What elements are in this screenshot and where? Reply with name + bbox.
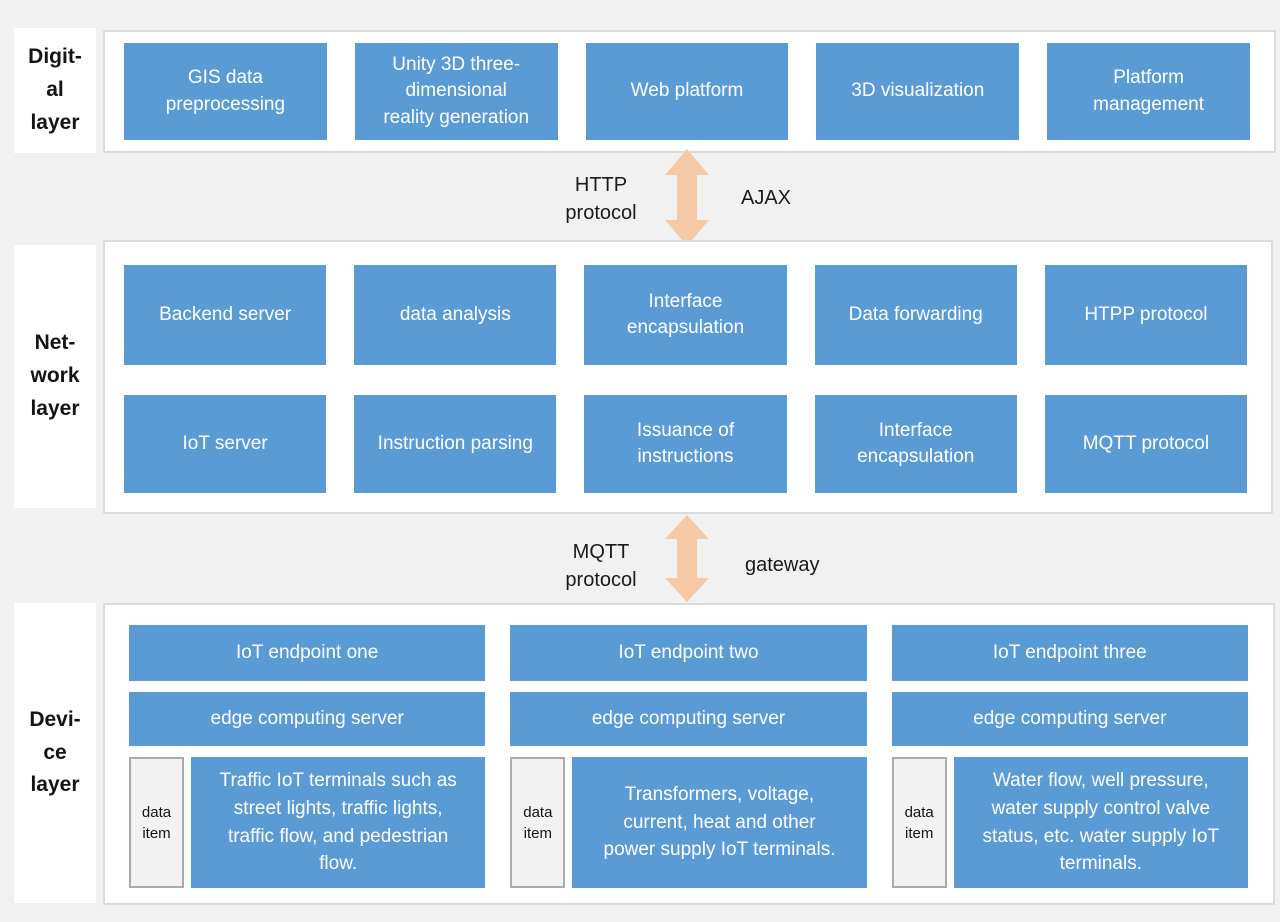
- network-layer-row-2: IoT server Instruction parsing Issuance …: [105, 395, 1271, 493]
- edge-computing-server-box: edge computing server: [510, 692, 867, 746]
- data-item-box: data item: [891, 757, 947, 888]
- box-iot-server: IoT server: [124, 395, 327, 493]
- iot-endpoint-three-column: IoT endpoint three edge computing server…: [891, 625, 1248, 888]
- data-item-box: data item: [129, 757, 184, 888]
- device-layer-panel: IoT endpoint one edge computing server d…: [103, 603, 1275, 905]
- gateway-label: gateway: [745, 554, 820, 576]
- digital-network-double-arrow-icon: [665, 149, 709, 246]
- box-unity-3d-reality-generation: Unity 3D three- dimensional reality gene…: [354, 43, 558, 140]
- endpoint-detail-row: data item Traffic IoT terminals such as …: [129, 757, 486, 888]
- iot-endpoint-one-column: IoT endpoint one edge computing server d…: [129, 625, 486, 888]
- box-issuance-of-instructions: Issuance of instructions: [584, 395, 787, 493]
- terminals-description-box: Transformers, voltage, current, heat and…: [572, 757, 867, 888]
- mqtt-protocol-label: MQTT protocol: [565, 541, 637, 591]
- iot-endpoint-title-box: IoT endpoint two: [510, 625, 867, 681]
- network-device-double-arrow-icon: [665, 515, 709, 602]
- box-interface-encapsulation-downstream: Interface encapsulation: [814, 395, 1017, 493]
- box-web-platform: Web platform: [585, 43, 789, 140]
- iot-endpoint-title-box: IoT endpoint one: [129, 625, 486, 681]
- box-3d-visualization: 3D visualization: [816, 43, 1020, 140]
- ajax-label: AJAX: [741, 187, 792, 209]
- box-gis-data-preprocessing: GIS data preprocessing: [124, 43, 327, 140]
- network-layer-label: Net- work layer: [14, 245, 96, 508]
- digital-layer-row: GIS data preprocessing Unity 3D three- d…: [105, 43, 1274, 140]
- terminals-description-box: Water flow, well pressure, water supply …: [953, 757, 1248, 888]
- edge-computing-server-box: edge computing server: [129, 692, 486, 746]
- box-data-forwarding: Data forwarding: [814, 265, 1017, 365]
- data-item-box: data item: [510, 757, 566, 888]
- box-platform-management: Platform management: [1047, 43, 1250, 140]
- box-instruction-parsing: Instruction parsing: [354, 395, 557, 493]
- edge-computing-server-box: edge computing server: [891, 692, 1248, 746]
- terminals-description-box: Traffic IoT terminals such as street lig…: [191, 757, 486, 888]
- box-backend-server: Backend server: [124, 265, 327, 365]
- box-data-analysis: data analysis: [354, 265, 557, 365]
- device-layer-label: Devi- ce layer: [14, 603, 96, 903]
- network-layer-row-1: Backend server data analysis Interface e…: [105, 265, 1271, 365]
- iot-endpoint-two-column: IoT endpoint two edge computing server d…: [510, 625, 867, 888]
- iot-endpoint-title-box: IoT endpoint three: [891, 625, 1248, 681]
- digital-layer-label: Digit- al layer: [14, 28, 96, 153]
- box-htpp-protocol: HTPP protocol: [1044, 265, 1248, 365]
- box-mqtt-protocol: MQTT protocol: [1044, 395, 1248, 493]
- network-layer-panel: Backend server data analysis Interface e…: [103, 240, 1273, 514]
- box-interface-encapsulation-upstream: Interface encapsulation: [584, 265, 787, 365]
- http-protocol-label: HTTP protocol: [565, 174, 637, 224]
- endpoint-detail-row: data item Transformers, voltage, current…: [510, 757, 867, 888]
- endpoint-detail-row: data item Water flow, well pressure, wat…: [891, 757, 1248, 888]
- digital-layer-panel: GIS data preprocessing Unity 3D three- d…: [103, 30, 1276, 153]
